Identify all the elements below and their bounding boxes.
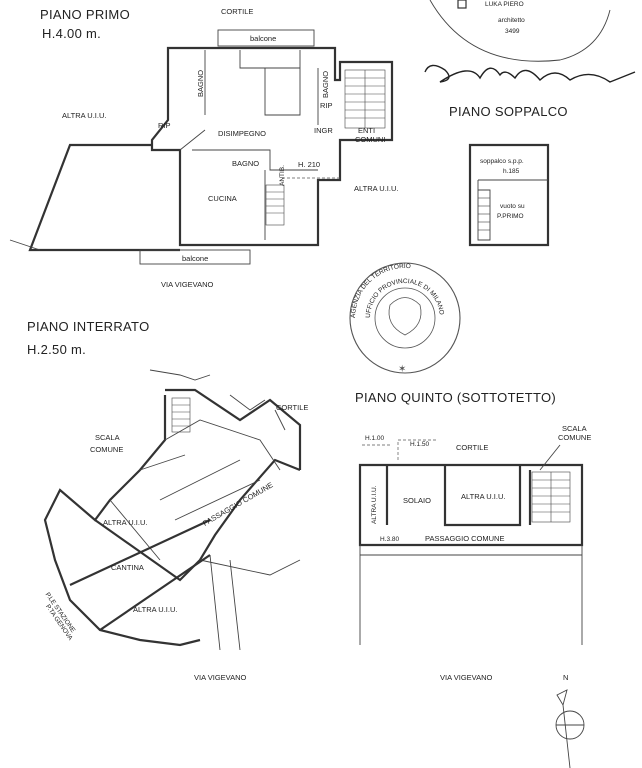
label-bagno-1: BAGNO (196, 70, 205, 97)
label-h100: H.1.00 (365, 435, 385, 442)
piano-quinto-plan: H.1.00 H.1.50 CORTILE SCALA COMUNE ALTRA… (358, 424, 591, 682)
architect-signature (424, 64, 636, 83)
label-int-scala: SCALA (95, 433, 120, 442)
label-solaio: SOLAIO (403, 496, 431, 505)
agency-stamp: AGENZIA DEL TERRITORIO UFFICIO PROVINCIA… (349, 262, 461, 375)
piano-soppalco-title: PIANO SOPPALCO (449, 104, 568, 119)
label-h185: h.185 (503, 168, 520, 175)
label-bagno-2: BAGNO (321, 71, 330, 98)
label-int-altra-1: ALTRA U.I.U. (103, 518, 147, 527)
north-label: N (563, 673, 568, 682)
piano-quinto-title: PIANO QUINTO (SOTTOTETTO) (355, 390, 556, 405)
label-h150: H.1.50 (410, 441, 430, 448)
label-altra-right: ALTRA U.I.U. (354, 184, 398, 193)
piano-interrato-height: H.2.50 m. (27, 342, 86, 357)
svg-text:UFFICIO PROVINCIALE DI MILANO: UFFICIO PROVINCIALE DI MILANO (365, 278, 445, 318)
stamp-number: 3499 (505, 28, 520, 35)
label-comuni: COMUNI (355, 135, 385, 144)
piano-interrato-title: PIANO INTERRATO (27, 319, 149, 334)
label-enti: ENTI (358, 126, 375, 135)
label-bagno-3: BAGNO (232, 159, 259, 168)
piano-interrato-plan: CORTILE SCALA COMUNE PASSAGGIO COMUNE AL… (44, 369, 308, 682)
stamp-name: LUKA PIERO (485, 1, 524, 8)
label-int-comune: COMUNE (90, 445, 123, 454)
stamp-title: architetto (498, 17, 525, 24)
label-h210: H. 210 (298, 160, 320, 169)
label-cortile: CORTILE (221, 7, 253, 16)
label-q-cortile: CORTILE (456, 443, 488, 452)
label-vuoto: vuoto su (500, 203, 525, 210)
label-disimpegno: DISIMPEGNO (218, 129, 266, 138)
svg-text:✶: ✶ (398, 364, 406, 375)
label-antib: ANTIB. (279, 165, 286, 186)
label-q-altra-vertical: ALTRA U.I.U. (371, 485, 378, 524)
label-cucina: CUCINA (208, 194, 237, 203)
label-h380: H.3.80 (380, 536, 400, 543)
piano-primo-height: H.4.00 m. (42, 26, 101, 41)
label-int-altra-2: ALTRA U.I.U. (133, 605, 177, 614)
label-q-passaggio: PASSAGGIO COMUNE (425, 534, 504, 543)
label-p-primo: P.PRIMO (497, 213, 524, 220)
label-q-altra: ALTRA U.I.U. (461, 492, 505, 501)
label-soppalco: soppalco s.p.p. (480, 158, 524, 165)
architect-stamp: LUKA PIERO architetto 3499 (429, 0, 611, 62)
label-int-cortile: CORTILE (276, 403, 308, 412)
label-int-cantina: CANTINA (111, 563, 144, 572)
label-altra-left: ALTRA U.I.U. (62, 111, 106, 120)
label-rip-1: RIP (158, 121, 171, 130)
label-via-interrato: VIA VIGEVANO (194, 673, 247, 682)
label-balcone-top: balcone (250, 34, 276, 43)
label-ingr: INGR (314, 126, 333, 135)
piano-primo-title: PIANO PRIMO (40, 7, 130, 22)
label-q-comune: COMUNE (558, 433, 591, 442)
label-via-primo: VIA VIGEVANO (161, 280, 214, 289)
label-int-passaggio: PASSAGGIO COMUNE (201, 480, 274, 528)
piano-soppalco-plan: soppalco s.p.p. h.185 vuoto su P.PRIMO (468, 143, 550, 247)
label-q-scala: SCALA (562, 424, 587, 433)
label-via-quinto: VIA VIGEVANO (440, 673, 493, 682)
label-balcone-bottom: balcone (182, 254, 208, 263)
piano-primo-plan: CORTILE balcone BAGNO BAGNO RIP RIP ALTR (9, 7, 398, 289)
label-rip-2: RIP (320, 101, 333, 110)
north-arrow-icon: N (555, 673, 585, 768)
stamp-inner-text: UFFICIO PROVINCIALE DI MILANO (365, 278, 445, 318)
